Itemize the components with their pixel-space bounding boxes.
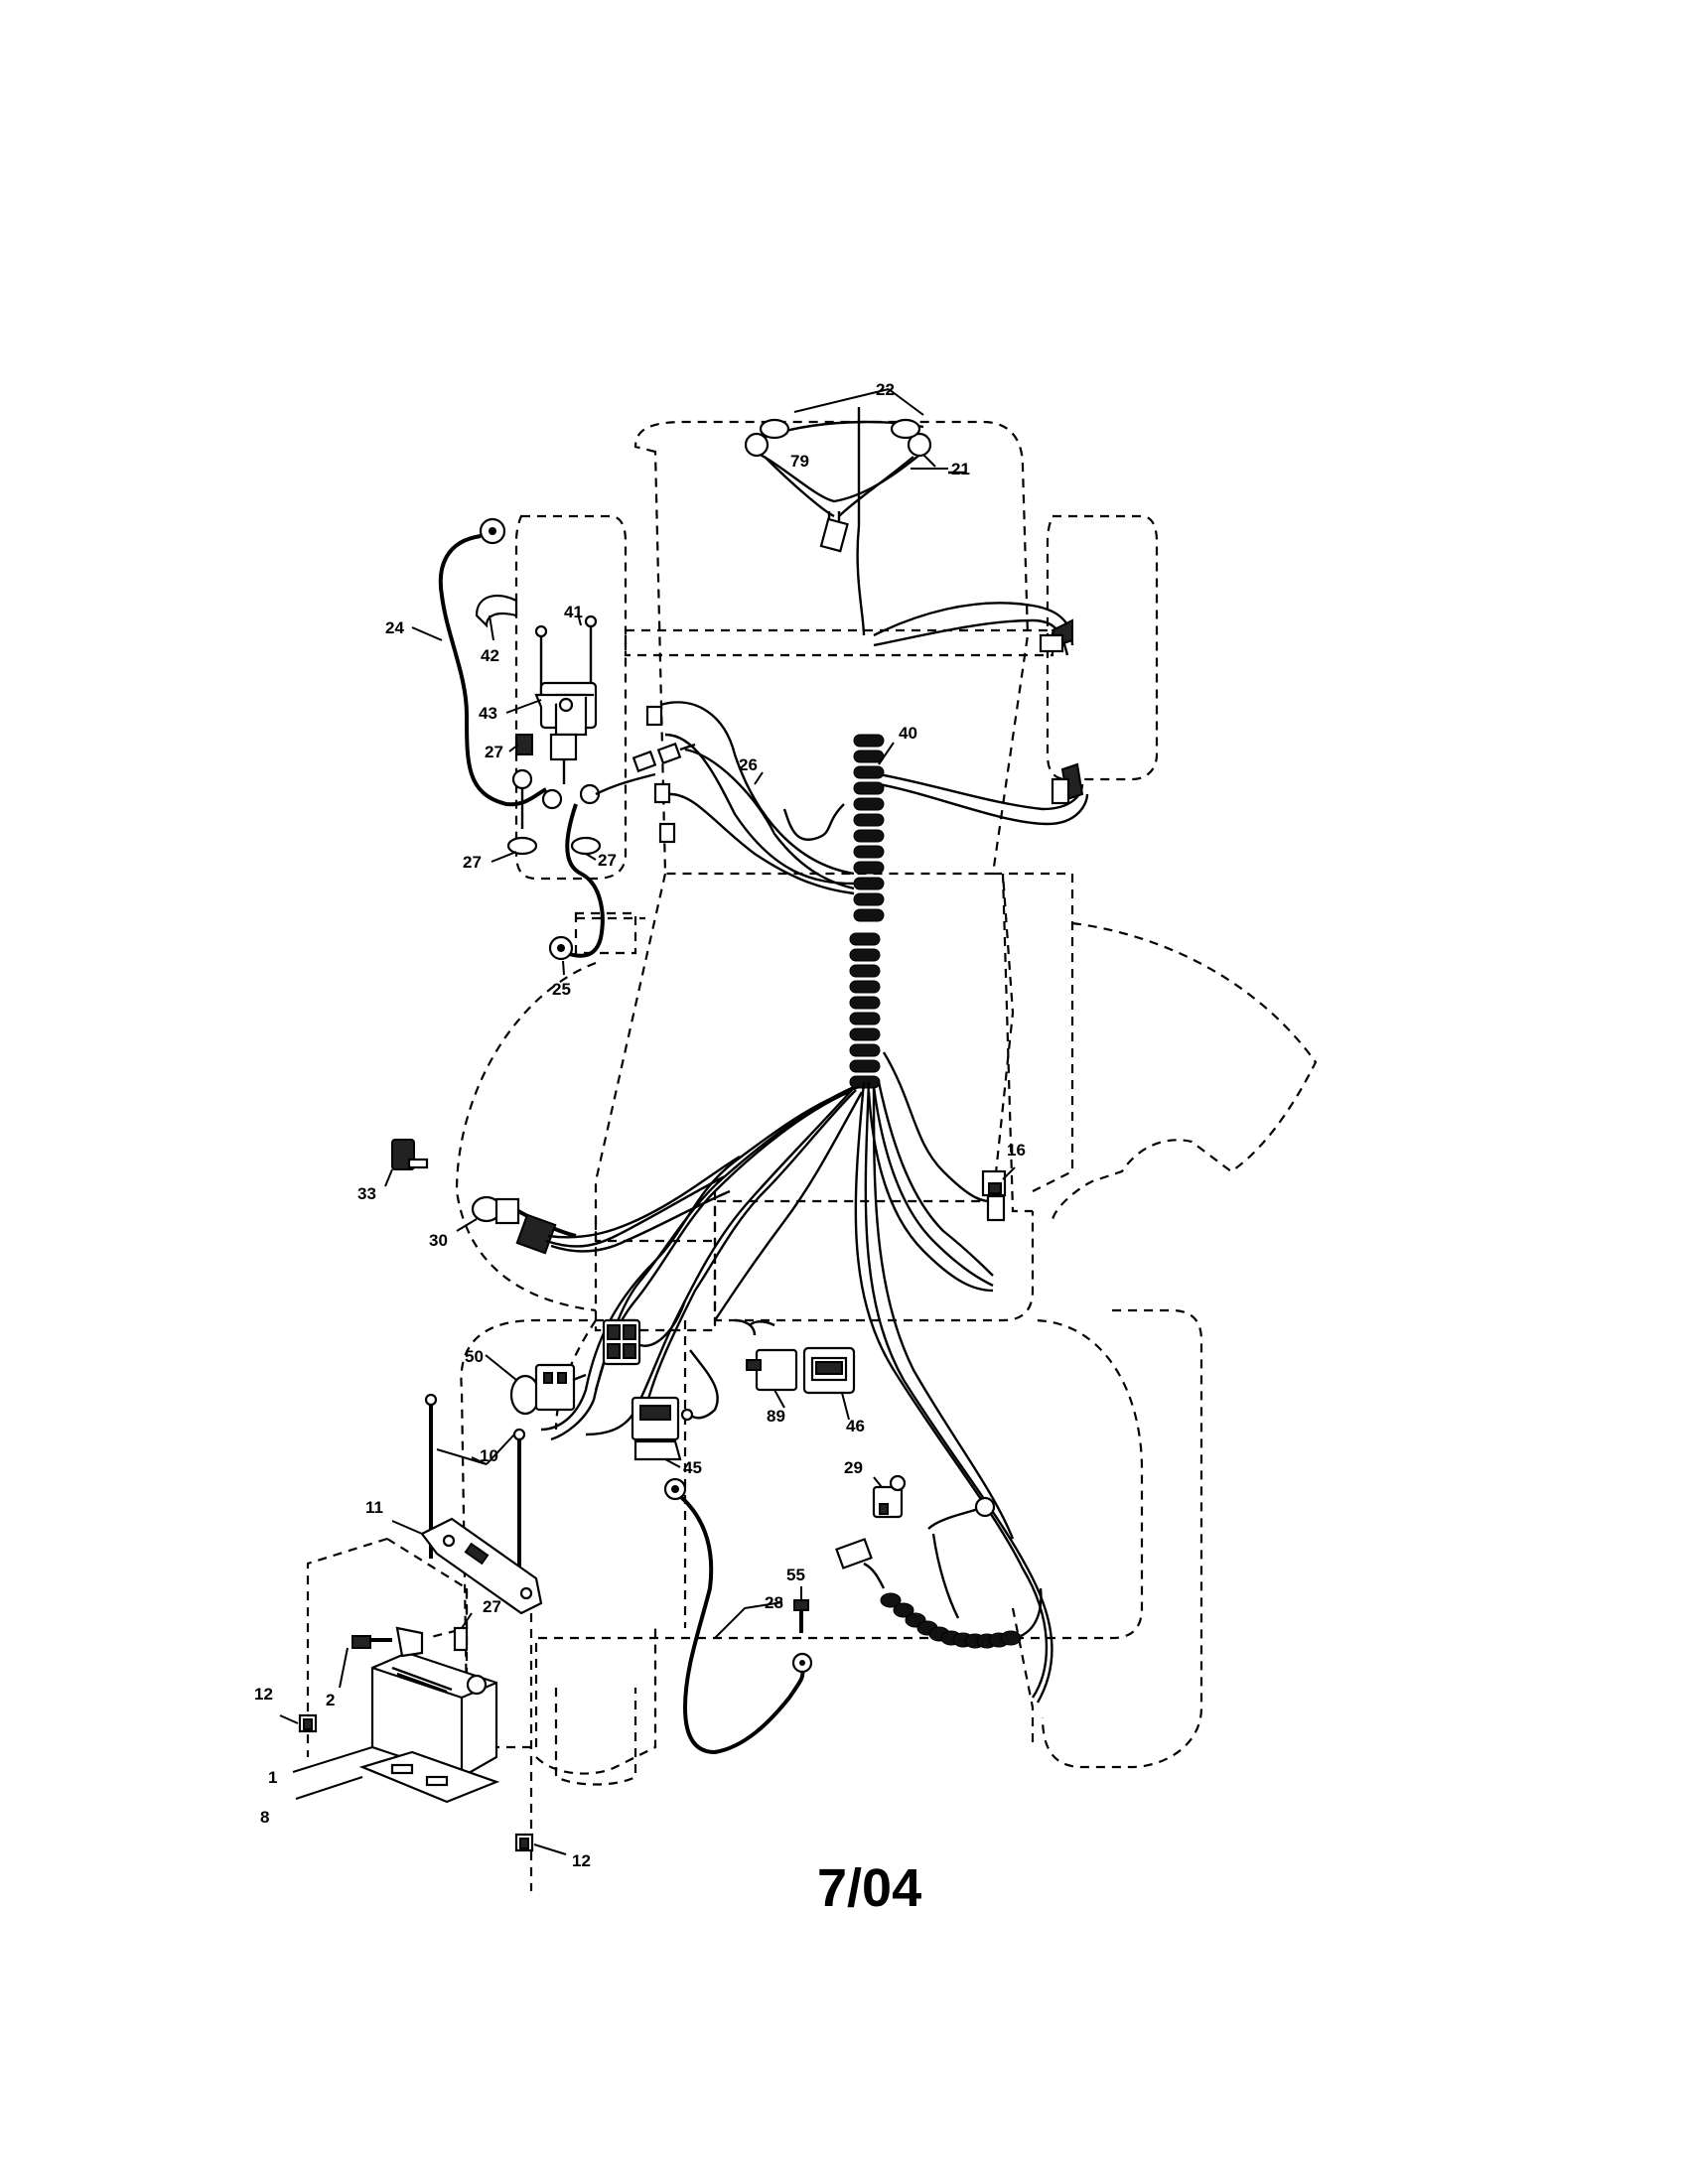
callout-50: 50 — [465, 1347, 484, 1366]
hold-down-bracket-11 — [420, 1517, 543, 1615]
clip-12-left — [298, 1713, 318, 1733]
callout-27-upper: 27 — [485, 743, 503, 761]
callout-28: 28 — [765, 1593, 783, 1612]
callout-25: 25 — [552, 980, 571, 999]
callout-45: 45 — [683, 1458, 702, 1477]
bolt-55 — [793, 1599, 809, 1633]
callout-8: 8 — [260, 1808, 269, 1827]
pto-lead — [835, 1496, 1043, 1649]
callout-27-right: 27 — [598, 851, 617, 870]
coil-wrap-lower — [849, 932, 881, 1089]
battery-tray-8 — [358, 1750, 500, 1804]
callout-24: 24 — [385, 618, 404, 637]
callout-labels: 22 79 21 24 41 42 43 27 27 27 26 40 25 1… — [254, 380, 1026, 1870]
hour-meter-46 — [749, 1320, 856, 1395]
callout-26: 26 — [739, 755, 758, 774]
battery-cable-24 — [438, 517, 547, 807]
callout-21: 21 — [951, 460, 970, 478]
main-harness-40 — [540, 407, 1089, 1704]
callout-41: 41 — [564, 603, 583, 621]
callout-27-battery: 27 — [483, 1597, 501, 1616]
connector-block — [602, 1299, 687, 1366]
callout-1: 1 — [268, 1768, 277, 1787]
hold-down-rods-10 — [424, 1393, 526, 1578]
leader-lines — [279, 388, 1016, 1855]
headlight-harness — [744, 418, 965, 553]
key-33 — [391, 1139, 429, 1170]
callout-30: 30 — [429, 1231, 448, 1250]
cable-25 — [548, 803, 605, 961]
callout-33: 33 — [357, 1184, 376, 1203]
fuse-holder — [595, 705, 696, 844]
switch-29 — [872, 1474, 907, 1519]
callout-11: 11 — [365, 1498, 383, 1517]
callout-79: 79 — [790, 452, 809, 471]
callout-43: 43 — [479, 704, 497, 723]
pto-coil — [880, 1592, 1022, 1649]
callout-12-right: 12 — [572, 1851, 591, 1870]
callout-55: 55 — [786, 1566, 805, 1584]
module-45 — [631, 1349, 719, 1461]
callout-2: 2 — [326, 1691, 335, 1709]
relay-89 — [734, 1318, 798, 1392]
coil-wrap-upper — [853, 734, 885, 922]
callout-40: 40 — [899, 724, 917, 743]
callout-10: 10 — [480, 1446, 498, 1465]
ignition-switch-30 — [471, 1155, 741, 1255]
ground-cable-28 — [663, 1477, 813, 1755]
footer-date-code: 7/04 — [817, 1858, 921, 1918]
callout-29: 29 — [844, 1458, 863, 1477]
callout-89: 89 — [767, 1407, 785, 1426]
solenoid-assembly-43 — [475, 594, 602, 856]
switch-50 — [509, 1363, 587, 1416]
callout-12-left: 12 — [254, 1685, 273, 1704]
clip-12-right — [514, 1833, 534, 1852]
callout-27-left: 27 — [463, 853, 482, 872]
callout-22: 22 — [876, 380, 895, 399]
callout-46: 46 — [846, 1417, 865, 1435]
callout-42: 42 — [481, 646, 499, 665]
battery-terminal-2 — [351, 1626, 469, 1658]
callout-16: 16 — [1007, 1141, 1026, 1160]
